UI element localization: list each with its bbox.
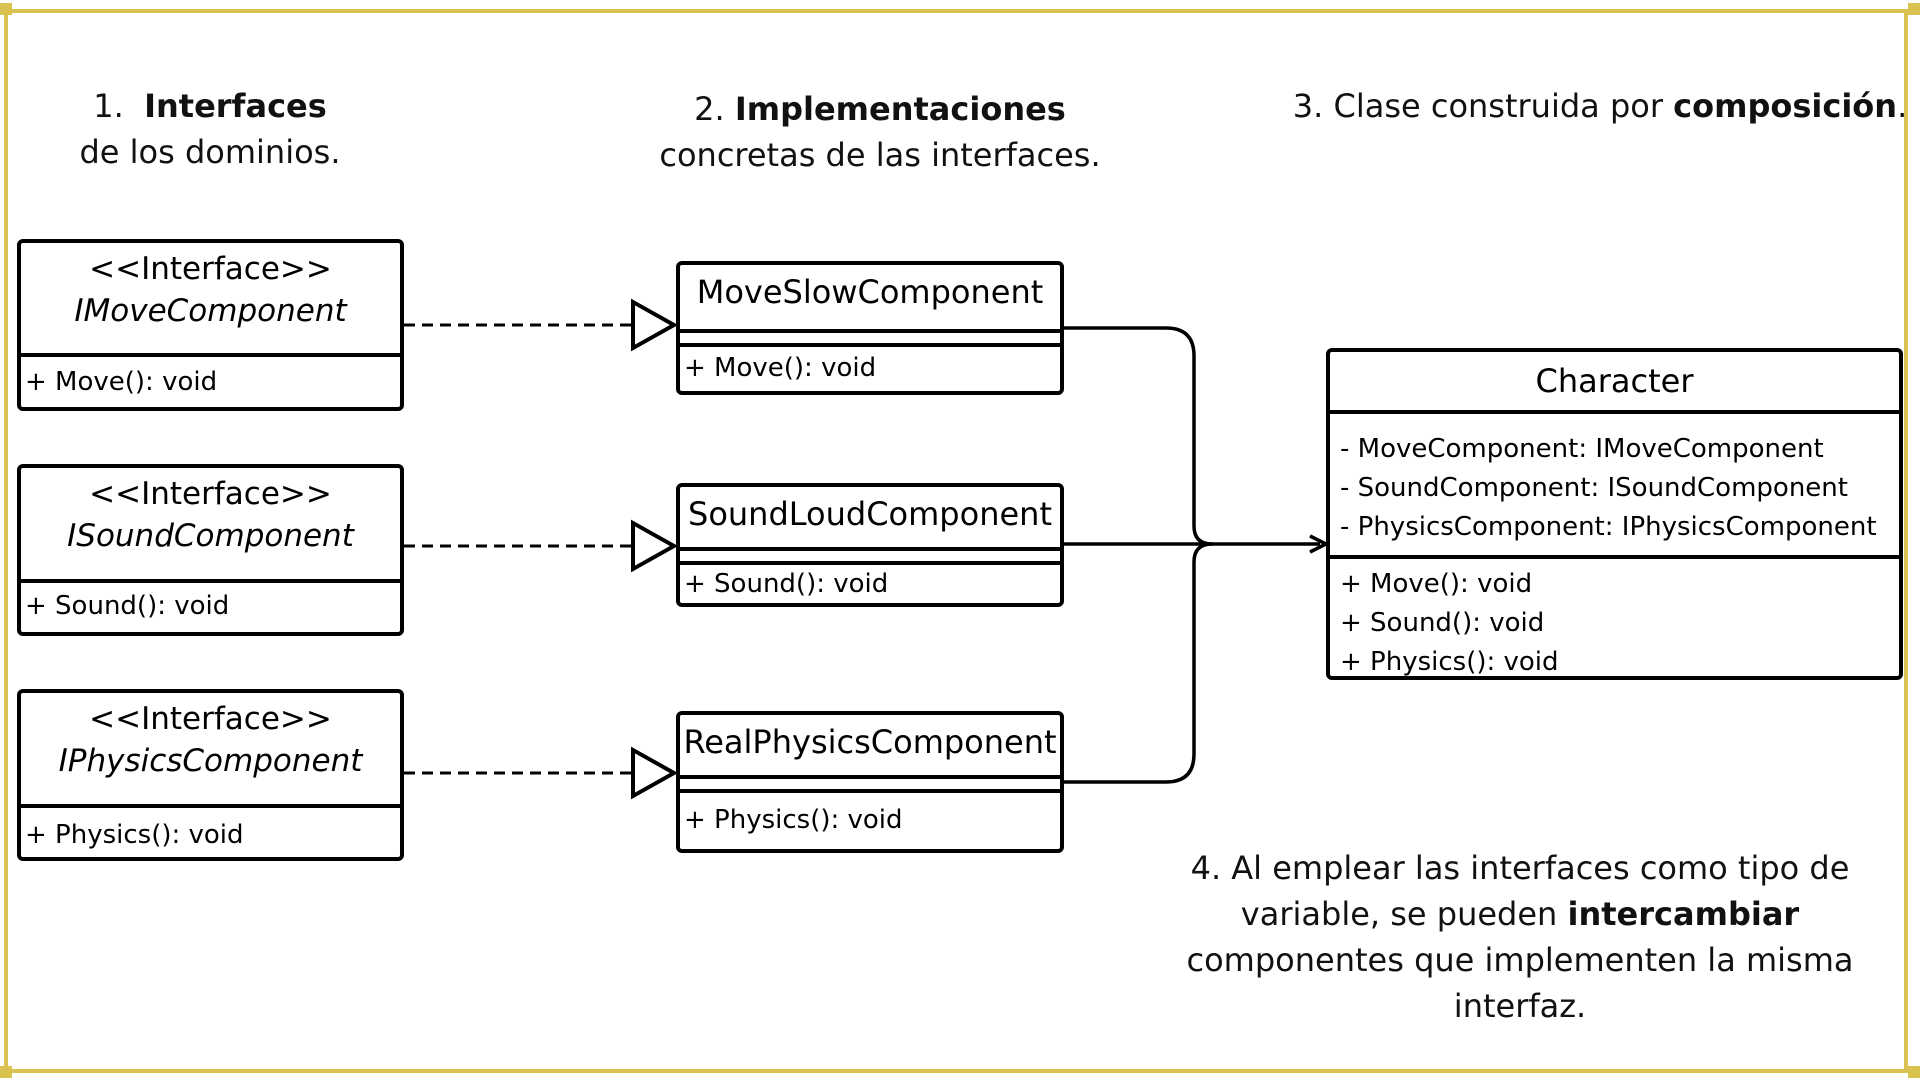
character-class-box[interactable]: Character - MoveComponent: IMoveComponen…	[1326, 348, 1903, 680]
heading-composition-bold: composición	[1673, 87, 1898, 125]
character-attribute: - SoundComponent: ISoundComponent	[1340, 473, 1848, 503]
note-line-3: componentes que implementen la misma	[1186, 941, 1854, 979]
interface-operation: + Move(): void	[25, 367, 218, 397]
implementation-box-move[interactable]: MoveSlowComponent + Move(): void	[676, 261, 1064, 395]
interface-name: ISoundComponent	[67, 518, 354, 554]
implementation-name: MoveSlowComponent	[696, 273, 1044, 311]
heading-implementations-rest: concretas de las interfaces.	[659, 136, 1101, 174]
implementation-box-physics[interactable]: RealPhysicsComponent + Physics(): void	[676, 711, 1064, 853]
realization-arrowhead-move	[631, 298, 679, 352]
implementation-attributes-section	[680, 329, 1060, 347]
implementation-box-sound[interactable]: SoundLoudComponent + Sound(): void	[676, 483, 1064, 607]
composition-arrowhead	[1309, 534, 1330, 554]
composition-link-move	[1064, 326, 1213, 546]
character-attribute: - PhysicsComponent: IPhysicsComponent	[1340, 512, 1877, 542]
character-operations: + Move(): void + Sound(): void + Physics…	[1330, 559, 1899, 682]
note-line-2-text: variable, se pueden	[1240, 895, 1568, 933]
heading-implementations: 2. Implementaciones concretas de las int…	[640, 86, 1120, 178]
implementation-operation: + Sound(): void	[684, 569, 889, 599]
implementation-operation: + Move(): void	[684, 353, 877, 383]
frame-corner-bottom-left	[0, 1066, 12, 1078]
diagram-frame	[4, 9, 1908, 1073]
character-attributes: - MoveComponent: IMoveComponent - SoundC…	[1330, 414, 1899, 559]
interface-stereotype: <<Interface>>	[89, 701, 332, 737]
heading-interfaces-bold: Interfaces	[144, 87, 327, 125]
note-line-2-bold: intercambiar	[1567, 895, 1800, 933]
note-line-1: 4. Al emplear las interfaces como tipo d…	[1190, 849, 1850, 887]
note-line-4: interfaz.	[1453, 987, 1587, 1025]
interface-name: IMoveComponent	[74, 293, 347, 329]
heading-composition-pre: 3. Clase construida por	[1292, 87, 1674, 125]
implementation-name: SoundLoudComponent	[688, 495, 1052, 533]
interface-stereotype: <<Interface>>	[89, 251, 332, 287]
implementation-attributes-section	[680, 547, 1060, 565]
composition-link-physics	[1064, 542, 1213, 784]
frame-corner-top-left	[0, 3, 12, 15]
heading-interfaces-number: 1.	[93, 87, 124, 125]
interface-header: <<Interface>> ISoundComponent	[21, 468, 400, 583]
interface-header: <<Interface>> IMoveComponent	[21, 243, 400, 357]
interface-box-sound[interactable]: <<Interface>> ISoundComponent + Sound():…	[17, 464, 404, 636]
character-operation: + Move(): void	[1340, 569, 1533, 599]
interface-name: IPhysicsComponent	[58, 743, 363, 779]
implementation-attributes-section	[680, 775, 1060, 793]
realization-arrowhead-physics	[631, 746, 679, 800]
heading-composition: 3. Clase construida por composición.	[1290, 83, 1910, 129]
character-operation: + Physics(): void	[1340, 647, 1559, 677]
character-operation: + Sound(): void	[1340, 608, 1545, 638]
character-class-name: Character	[1330, 352, 1899, 414]
interchange-note: 4. Al emplear las interfaces como tipo d…	[1130, 845, 1910, 1029]
interface-header: <<Interface>> IPhysicsComponent	[21, 693, 400, 808]
heading-composition-post: .	[1897, 87, 1908, 125]
frame-corner-bottom-right	[1908, 1066, 1920, 1078]
heading-implementations-bold: Implementaciones	[734, 90, 1066, 128]
character-attribute: - MoveComponent: IMoveComponent	[1340, 434, 1824, 464]
realization-arrowhead-sound	[631, 519, 679, 573]
implementation-name: RealPhysicsComponent	[683, 723, 1057, 761]
implementation-operation: + Physics(): void	[684, 805, 903, 835]
heading-implementations-number: 2.	[694, 90, 725, 128]
heading-interfaces-rest: de los dominios.	[79, 133, 341, 171]
frame-corner-top-right	[1908, 3, 1920, 15]
interface-operation: + Physics(): void	[25, 820, 244, 850]
interface-box-move[interactable]: <<Interface>> IMoveComponent + Move(): v…	[17, 239, 404, 411]
note-line-2: variable, se pueden intercambiar	[1130, 891, 1910, 937]
interface-box-physics[interactable]: <<Interface>> IPhysicsComponent + Physic…	[17, 689, 404, 861]
interface-operation: + Sound(): void	[25, 591, 230, 621]
interface-stereotype: <<Interface>>	[89, 476, 332, 512]
heading-interfaces: 1. Interfaces de los dominios.	[40, 83, 380, 175]
